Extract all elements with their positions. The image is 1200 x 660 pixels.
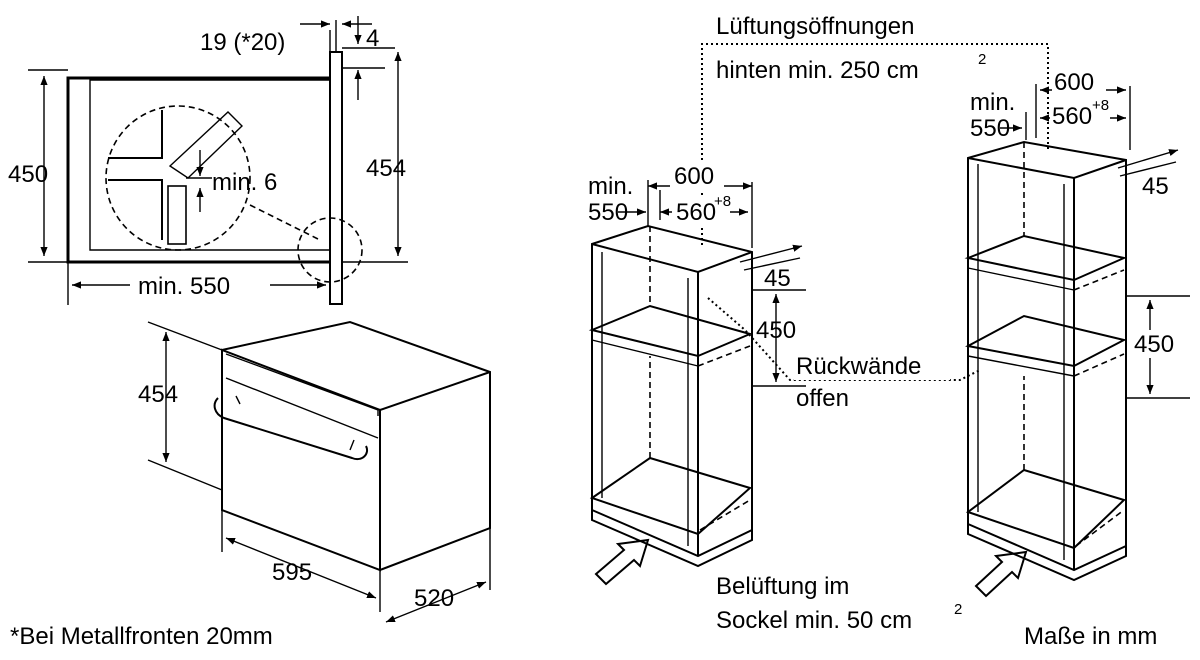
oven-control-strip <box>225 353 379 416</box>
cab1-45-label: 45 <box>764 265 791 292</box>
base-vent-label-sup: 2 <box>954 601 962 618</box>
cab2-560-sup: +8 <box>1092 97 1109 114</box>
cab1-550-label: 550 <box>588 199 628 226</box>
back-open-bg <box>794 352 950 380</box>
footnote-text: *Bei Metallfronten 20mm <box>10 623 273 650</box>
cab2-550-label: 550 <box>970 115 1010 142</box>
cab2-450-bg <box>1128 330 1190 358</box>
cab2-560-label: 560 <box>1052 103 1092 130</box>
oven-body-outline <box>89 79 330 251</box>
rear-vent-label-2: hinten min. 250 cm <box>716 57 919 84</box>
back-open-label-1: Rückwände <box>796 353 921 380</box>
base-vent-label-2: Sockel min. 50 cm <box>716 607 912 634</box>
side-section-drawing: 19 (*20) 4 450 454 min. 550 min. 6 <box>8 16 408 305</box>
cab2-45-ext <box>1119 161 1177 177</box>
cab1-560-sup: +8 <box>714 193 731 210</box>
cab2-min-label: min. <box>970 89 1015 116</box>
cab1-600-bg <box>670 162 724 190</box>
dim-top-gap-label: 19 (*20) <box>200 29 285 56</box>
detail-leader <box>249 204 321 241</box>
oven-depth-label: 520 <box>414 585 454 612</box>
detail-bracket-top <box>108 110 163 159</box>
niche-outline <box>66 76 330 264</box>
front-panel <box>329 51 343 305</box>
cab2-bottom <box>965 468 1126 550</box>
detail-panel <box>167 185 187 245</box>
cab1-560-label: 560 <box>676 199 716 226</box>
oven-top-right-outline <box>221 320 491 571</box>
cab2-45-label: 45 <box>1142 173 1169 200</box>
cab1-shelf <box>588 304 754 358</box>
detail-zoom-circle <box>297 217 363 283</box>
oven-depth-arrow <box>385 581 487 623</box>
oven-handle <box>213 397 368 460</box>
cab2-450-label: 450 <box>1134 331 1174 358</box>
dim-left-height-label: 450 <box>8 161 48 188</box>
cab1-45-arrow-top <box>739 244 803 263</box>
rear-vent-dotted-path <box>701 43 1049 245</box>
cab2-shelf-top-front <box>967 267 1075 291</box>
dim-right-height-label: 454 <box>366 155 406 182</box>
cab1-min-label: min. <box>588 173 633 200</box>
oven-top-edge <box>379 371 491 411</box>
cab2-shelf-top <box>964 234 1128 282</box>
cab2-inner-sides <box>977 164 1065 560</box>
cab2-shelf-mid <box>965 314 1127 368</box>
cab1-shelf-front <box>591 339 699 367</box>
cab2-shelf-mid-front <box>967 355 1075 377</box>
oven-handle-mounts <box>235 395 355 451</box>
oven-width-arrow <box>225 537 377 599</box>
cab1-vent-arrow <box>594 538 650 586</box>
detail-strip <box>168 111 243 179</box>
dim-bottom-depth-label: min. 550 <box>138 273 230 300</box>
cab2-outline <box>967 140 1127 572</box>
cab1-plinth <box>591 510 753 568</box>
rear-vent-label-1: Lüftungsöffnungen <box>716 13 914 40</box>
min6-label: min. 6 <box>212 169 277 196</box>
oven-width-label: 595 <box>272 559 312 586</box>
oven-panel-line <box>225 377 379 439</box>
cab1-45-ext <box>743 257 801 271</box>
units-label: Maße in mm <box>1024 623 1157 650</box>
back-open-dotted-path <box>707 297 981 381</box>
cab1-600-label: 600 <box>674 163 714 190</box>
cab2-45-arrow-top <box>1117 149 1179 169</box>
oven-height-ext-bottom <box>147 459 223 491</box>
cab2-560-bg <box>1050 102 1110 130</box>
cab2-plinth <box>967 524 1127 582</box>
rear-vent-label-sup: 2 <box>978 51 986 68</box>
back-open-label-2: offen <box>796 385 849 412</box>
cab1-top-edges <box>591 243 753 274</box>
oven-drawing: 454 595 520 <box>138 320 491 623</box>
cab1-560-bg <box>672 198 730 226</box>
cab1-bottom <box>589 456 753 536</box>
cab2-600-label: 600 <box>1054 69 1094 96</box>
ventilation-paths <box>701 43 1049 381</box>
cabinet-2-drawing: 600 560 +8 min. 550 45 450 <box>964 68 1190 598</box>
cab2-vent-arrow <box>974 550 1028 598</box>
cab2-600-bg <box>1052 68 1106 94</box>
cab1-inner-sides <box>601 252 689 546</box>
dim-bottom-label-bg <box>130 270 270 300</box>
cab2-top-edges <box>967 157 1127 180</box>
cab1-450-label: 450 <box>756 317 796 344</box>
oven-height-ext-top <box>147 321 223 351</box>
oven-height-label: 454 <box>138 381 178 408</box>
cabinet-1-drawing: 600 560 +8 min. 550 45 450 <box>588 162 806 586</box>
detail-bracket-bottom <box>108 179 163 240</box>
base-vent-label-1: Belüftung im <box>716 573 849 600</box>
dim-top-front-label: 4 <box>366 25 379 52</box>
detail-circle <box>105 105 251 251</box>
cab1-hidden-lines <box>649 226 751 531</box>
